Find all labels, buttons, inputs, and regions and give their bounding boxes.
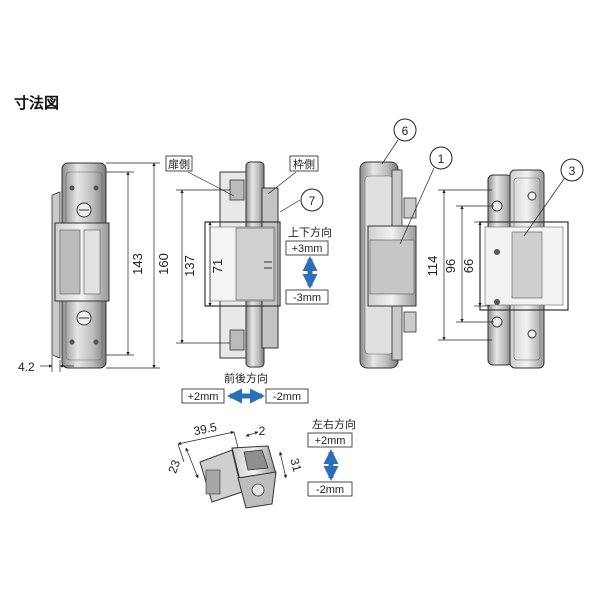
leftright-plus-box: [307, 432, 353, 448]
vertical-minus: -3mm: [293, 292, 321, 304]
leftright-minus-box: [307, 481, 353, 497]
vertical-direction-label: 上下方向: [288, 225, 332, 239]
dimension-lines-view2: [176, 171, 301, 344]
dim-143: 143: [130, 253, 145, 275]
dimension-lines-view5: [177, 430, 287, 479]
dim-137: 137: [182, 255, 197, 277]
front-back-direction-label: 前後方向: [224, 371, 268, 385]
leftright-minus: -2mm: [316, 484, 344, 496]
vertical-minus-box: [285, 289, 329, 305]
dim-2: 2: [259, 424, 266, 438]
door-side-box: [165, 155, 193, 172]
hinge-front-view: [51, 162, 110, 369]
callout-3-label: 3: [569, 164, 576, 178]
callout-6-leader: [381, 139, 399, 165]
page-title: 寸法図: [14, 94, 60, 112]
callout-7-label: 7: [309, 194, 316, 208]
callout-1-label: 1: [438, 152, 445, 166]
dim-39-5: 39.5: [192, 420, 218, 439]
dim-66: 66: [461, 259, 476, 273]
callout-6: [393, 118, 417, 142]
hinge-rear-view: [359, 161, 417, 369]
dim-31: 31: [287, 457, 304, 474]
hinge-side-view: [204, 161, 281, 368]
frontback-plus-box: [181, 388, 225, 404]
callout-1-leader: [399, 167, 435, 245]
dimension-lines-view1: [40, 162, 160, 372]
hinge-front-view-right: [479, 169, 569, 369]
frame-side-label: 枠側: [293, 157, 315, 171]
callout-3: [560, 158, 584, 182]
dim-96: 96: [443, 259, 458, 273]
dim-71: 71: [210, 259, 225, 273]
vertical-plus: +3mm: [292, 243, 323, 255]
dim-23: 23: [165, 458, 183, 476]
frontback-minus: -2mm: [273, 391, 301, 403]
left-right-direction-label: 左右方向: [312, 417, 356, 431]
vertical-plus-box: [285, 240, 329, 256]
frontback-minus-box: [265, 388, 309, 404]
dim-4-2: 4.2: [18, 360, 35, 374]
dim-114: 114: [425, 256, 440, 277]
callout-6-label: 6: [402, 124, 409, 138]
dimension-lines-view4: [438, 175, 567, 341]
dim-160: 160: [156, 253, 171, 275]
frame-side-box: [289, 155, 319, 172]
hinge-plan-view: [199, 445, 277, 509]
callout-1: [429, 146, 453, 170]
door-side-label: 扉側: [168, 158, 190, 171]
frontback-plus: +2mm: [188, 391, 219, 403]
callout-7: [300, 188, 324, 212]
leftright-plus: +2mm: [315, 435, 346, 447]
